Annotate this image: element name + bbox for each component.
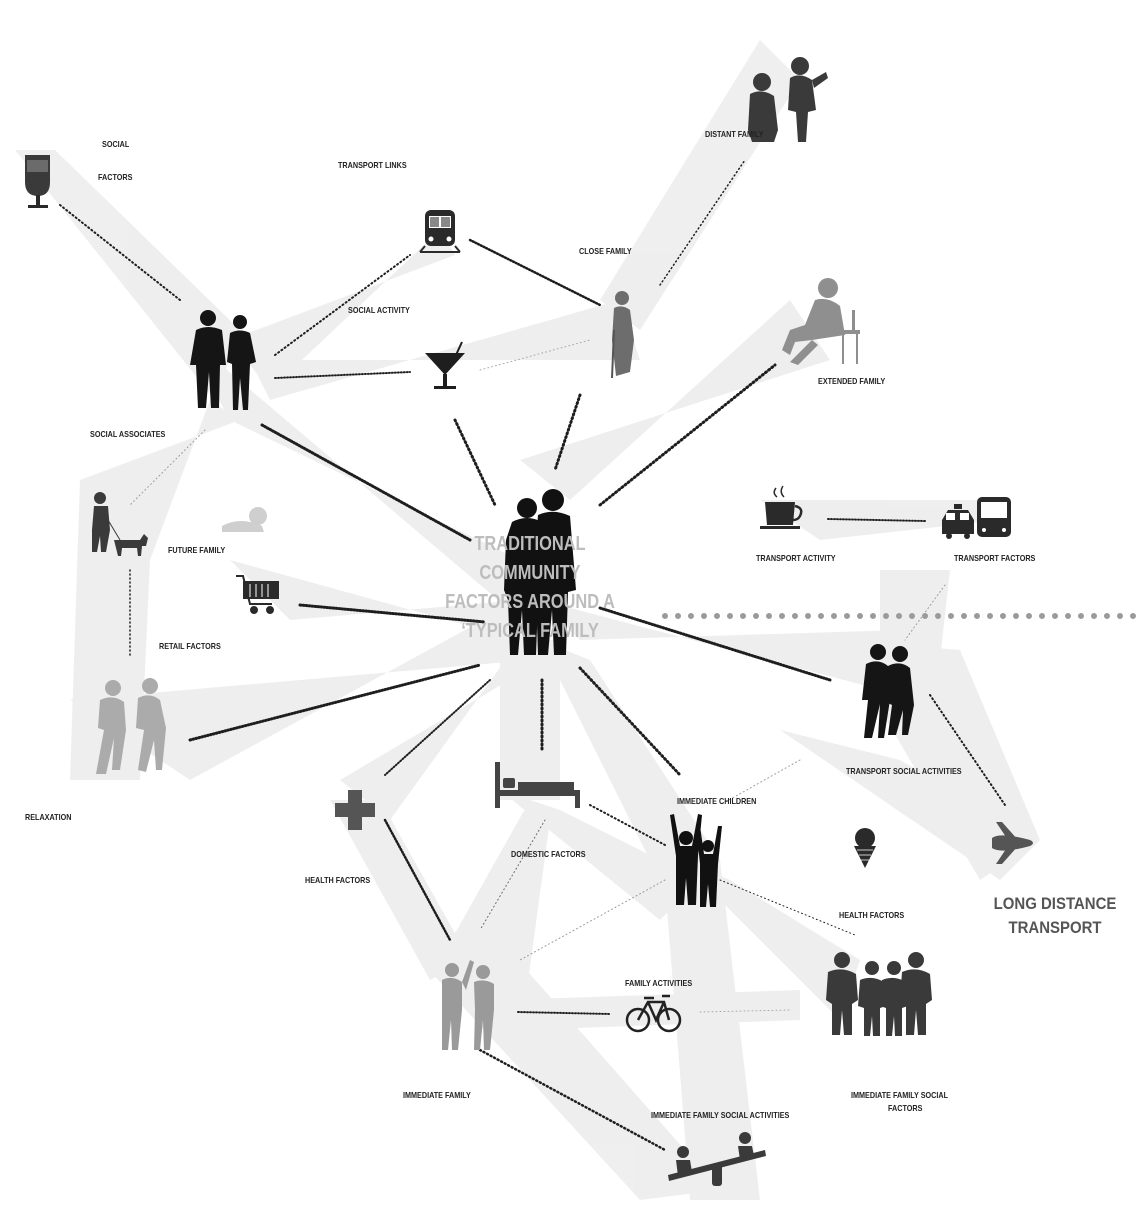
label-social-associates: SOCIAL ASSOCIATES: [90, 429, 166, 439]
distant-family-icon: [748, 57, 828, 142]
label-transport-links: TRANSPORT LINKS: [338, 160, 407, 170]
label-distant-family: DISTANT FAMILY: [705, 129, 764, 139]
health-cross-icon: [335, 790, 375, 830]
label-immediate-family-social-factors: IMMEDIATE FAMILY SOCIAL: [851, 1090, 949, 1100]
label-factors: FACTORS: [98, 172, 133, 182]
central-family-icon: [504, 489, 576, 655]
bicycle-icon: [625, 994, 682, 1033]
label-retail-factors: RETAIL FACTORS: [159, 641, 221, 651]
coffee-cup-icon: [760, 485, 803, 529]
label-family-activities: FAMILY ACTIVITIES: [625, 978, 693, 988]
label-extended-family: EXTENDED FAMILY: [818, 376, 886, 386]
label-future-family: FUTURE FAMILY: [168, 545, 226, 555]
label-social-activity: SOCIAL ACTIVITY: [348, 305, 410, 315]
center-title-line-1: TRADITIONAL COMMUNITY: [474, 533, 586, 584]
label-immediate-family: IMMEDIATE FAMILY: [403, 1090, 471, 1100]
group-children-icon: [826, 952, 932, 1036]
center-title: TRADITIONAL COMMUNITY FACTORS AROUND A ‘…: [423, 530, 636, 646]
walking-couple-icon: [862, 644, 914, 738]
baby-icon: [222, 507, 267, 532]
seesaw-icon: [668, 1132, 766, 1186]
children-icon: [670, 814, 722, 907]
wine-glass-icon: [25, 155, 50, 208]
label-immediate-family-social-activities: IMMEDIATE FAMILY SOCIAL ACTIVITIES: [651, 1110, 790, 1120]
connector-lines: [59, 159, 1006, 1152]
label-domestic-factors: DOMESTIC FACTORS: [511, 849, 586, 859]
long-distance-heading: LONG DISTANCE TRANSPORT: [980, 892, 1130, 940]
label-health-factors-left: HEALTH FACTORS: [305, 875, 371, 885]
label-immediate-family-social-factors-2: FACTORS: [888, 1103, 923, 1113]
label-social: SOCIAL: [102, 139, 130, 149]
bed-icon: [495, 762, 580, 808]
high-five-icon: [442, 960, 494, 1050]
label-transport-factors: TRANSPORT FACTORS: [954, 553, 1036, 563]
center-title-line-3: ‘TYPICAL FAMILY: [461, 620, 599, 642]
relaxing-walkers-icon: [96, 678, 166, 774]
airplane-icon: [992, 822, 1033, 864]
label-close-family: CLOSE FAMILY: [579, 246, 632, 256]
dog-walker-icon: [92, 492, 148, 556]
center-title-line-2: FACTORS AROUND A: [445, 591, 615, 613]
elderly-woman-icon: [611, 291, 634, 379]
seated-man-icon: [782, 278, 860, 365]
label-transport-social-activities: TRANSPORT SOCIAL ACTIVITIES: [846, 766, 962, 776]
ice-cream-icon: [854, 828, 876, 868]
train-icon: [419, 210, 461, 253]
couple-icon: [190, 310, 256, 410]
shopping-cart-icon: [236, 575, 279, 614]
long-distance-line-2: TRANSPORT: [1008, 918, 1102, 937]
long-distance-line-1: LONG DISTANCE: [993, 894, 1117, 913]
martini-icon: [425, 341, 465, 389]
label-health-factors-right: HEALTH FACTORS: [839, 910, 905, 920]
label-transport-activity: TRANSPORT ACTIVITY: [756, 553, 836, 563]
taxi-bus-icon: [942, 497, 1011, 539]
label-immediate-children: IMMEDIATE CHILDREN: [677, 796, 757, 806]
label-relaxation: RELAXATION: [25, 812, 72, 822]
